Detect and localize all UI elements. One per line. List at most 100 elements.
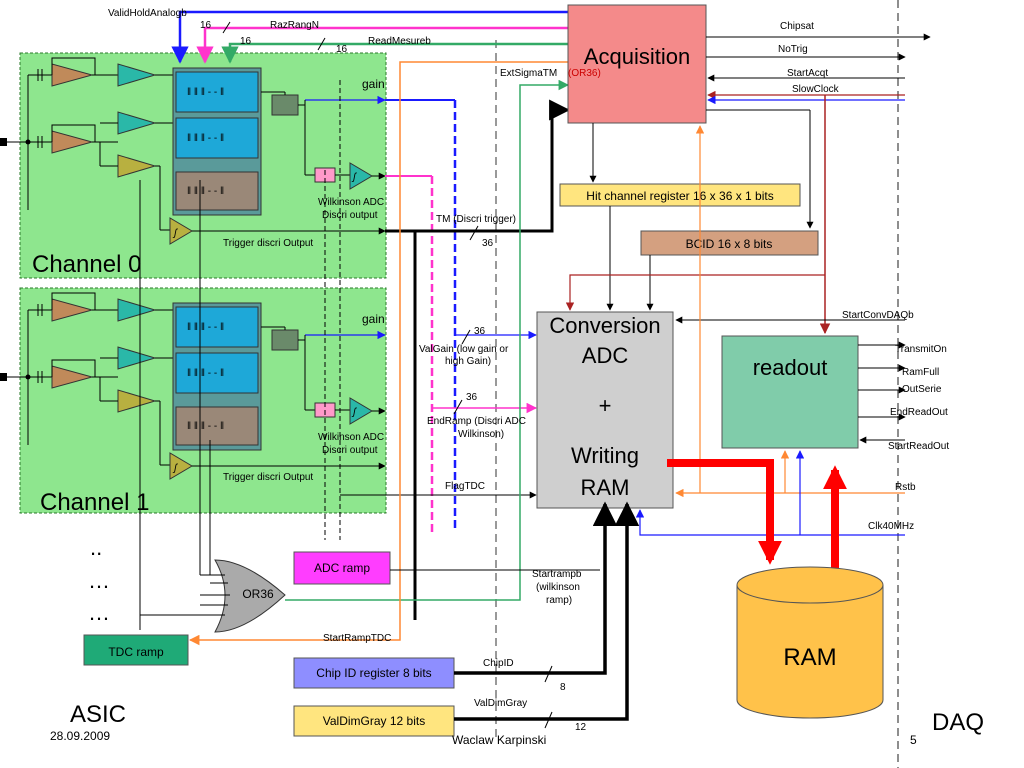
end-read-out-label: EndReadOut <box>890 407 948 418</box>
internal-signal-paths <box>139 61 571 646</box>
bcid-register: BCID 16 x 8 bits <box>565 230 825 311</box>
endramp-2-label: Wilkinson) <box>458 429 504 440</box>
bus16-a-label: 16 <box>200 20 212 31</box>
start-read-out-label: StartReadOut <box>888 441 949 452</box>
startrampb-3-label: ramp) <box>546 595 572 606</box>
svg-text:ʃ: ʃ <box>351 407 357 418</box>
chip-id-register-label: Chip ID register 8 bits <box>316 666 431 680</box>
flag-tdc-label: FlagTDC <box>445 481 485 492</box>
readout-label: readout <box>753 355 828 380</box>
bcid-label: BCID 16 x 8 bits <box>686 237 773 251</box>
acquisition-block: Acquisition <box>567 4 707 124</box>
svg-text:‖ ‖ ‖ - - ‖: ‖ ‖ ‖ - - ‖ <box>187 186 224 197</box>
hit-register-label: Hit channel register 16 x 36 x 1 bits <box>586 189 773 203</box>
conv-label-1: Conversion <box>549 313 660 338</box>
endramp-1-label: EndRamp (Discri ADC <box>427 416 526 427</box>
acquisition-label: Acquisition <box>584 44 690 69</box>
notrig-label: NoTrig <box>778 44 808 55</box>
block-titles: Channel 0 Channel 1 .. … … ASIC DAQ 28.0… <box>32 251 984 747</box>
or36-label: OR36 <box>242 587 274 601</box>
valdimgray-label: ValDimGray <box>474 698 527 709</box>
daq-title: DAQ <box>932 709 984 736</box>
wilkinson-1-b-label: Discri output <box>322 445 378 456</box>
conv-label-5: RAM <box>581 475 630 500</box>
valdimgray-register-label: ValDimGray 12 bits <box>323 714 425 728</box>
read-mesureb-label: ReadMesureb <box>368 36 431 47</box>
channel-1-title: Channel 1 <box>40 489 149 516</box>
trigger-0-label: Trigger discri Output <box>223 238 313 249</box>
adc-ramp-block: ADC ramp <box>293 551 600 585</box>
ram-full-label: RamFull <box>902 367 939 378</box>
start-acqt-label: StartAcqt <box>787 68 828 79</box>
ram-label: RAM <box>783 644 836 671</box>
svg-text:‖ ‖ ‖ - - ‖: ‖ ‖ ‖ - - ‖ <box>187 87 224 98</box>
valdimgray-block: ValDimGray 12 bits <box>293 501 640 737</box>
valid-hold-analog-label: ValidHoldAnalogb <box>108 8 187 19</box>
dots-2: … <box>88 568 110 593</box>
channel-1-block: ‖ ‖ ‖ - - ‖ ‖ ‖ ‖ - - ‖ ‖ ‖ ‖ - - ‖ ʃ ʃ <box>0 287 387 514</box>
svg-text:‖ ‖ ‖ - - ‖: ‖ ‖ ‖ - - ‖ <box>187 421 224 432</box>
bus16-b-label: 16 <box>240 36 252 47</box>
trigger-1-label: Trigger discri Output <box>223 472 313 483</box>
acquisition-control-lines <box>171 10 568 64</box>
startrampb-1-label: Startrampb <box>532 569 582 580</box>
or36-tag-label: (OR36) <box>568 68 601 79</box>
asic-title: ASIC <box>70 701 126 728</box>
ram-cylinder: RAM <box>736 566 884 719</box>
svg-text:ʃ: ʃ <box>172 228 178 239</box>
page-number: 5 <box>910 733 917 747</box>
dots-1: .. <box>90 535 102 560</box>
adc-ramp-label: ADC ramp <box>314 561 370 575</box>
dots-3: … <box>88 600 110 625</box>
conv-label-3: + <box>599 393 612 418</box>
bus16-c-label: 16 <box>336 44 348 55</box>
bus12-label: 12 <box>575 722 587 733</box>
date-label: 28.09.2009 <box>50 729 110 743</box>
ext-sigma-tm-label: ExtSigmaTM <box>500 68 557 79</box>
wilkinson-0-a-label: Wilkinson ADC <box>318 197 384 208</box>
bus36-b-label: 36 <box>474 326 486 337</box>
slow-clock-label: SlowClock <box>792 84 840 95</box>
or36-gate: OR36 <box>140 559 286 633</box>
ram-data-paths <box>667 459 847 572</box>
rstb-label: Rstb <box>895 482 916 493</box>
readout-block: readout <box>721 335 906 449</box>
svg-text:ʃ: ʃ <box>351 172 357 183</box>
valgain-2-label: high Gain) <box>445 356 491 367</box>
hit-channel-register: Hit channel register 16 x 36 x 1 bits <box>559 183 801 311</box>
out-serie-label: OutSerie <box>902 384 942 395</box>
wilkinson-0-b-label: Discri output <box>322 210 378 221</box>
tdc-ramp-label: TDC ramp <box>108 645 164 659</box>
svg-text:ʃ: ʃ <box>172 463 178 474</box>
channel-0-block: ‖ ‖ ‖ - - ‖ ‖ ‖ ‖ - - ‖ ‖ ‖ ‖ - - ‖ ʃ ʃ <box>0 52 387 279</box>
svg-text:‖ ‖ ‖ - - ‖: ‖ ‖ ‖ - - ‖ <box>187 133 224 144</box>
bus36-a-label: 36 <box>482 238 494 249</box>
bus8-label: 8 <box>560 682 566 693</box>
author-label: Waclaw Karpinski <box>452 733 546 747</box>
start-ramp-tdc-label: StartRampTDC <box>323 633 391 644</box>
acquisition-io-signals <box>589 33 931 335</box>
gain-1-label: gain <box>362 312 385 326</box>
channel-0-title: Channel 0 <box>32 251 141 278</box>
bus36-c-label: 36 <box>466 392 478 403</box>
wilkinson-1-a-label: Wilkinson ADC <box>318 432 384 443</box>
svg-text:‖ ‖ ‖ - - ‖: ‖ ‖ ‖ - - ‖ <box>187 368 224 379</box>
chip-id-label: ChipID <box>483 658 514 669</box>
svg-text:‖ ‖ ‖ - - ‖: ‖ ‖ ‖ - - ‖ <box>187 322 224 333</box>
rstb-clk-lines <box>635 125 905 536</box>
valgain-1-label: ValGain (low gain or <box>419 344 509 355</box>
startrampb-2-label: (wilkinson <box>536 582 580 593</box>
clk40mhz-label: Clk40MHz <box>868 521 914 532</box>
raz-rang-n-label: RazRangN <box>270 20 319 31</box>
chipsat-label: Chipsat <box>780 21 814 32</box>
tdc-ramp-block: TDC ramp <box>83 634 189 666</box>
conv-label-4: Writing <box>571 443 639 468</box>
tm-discri-label: TM (Discri trigger) <box>436 214 516 225</box>
signal-labels: ValidHoldAnalogb 16 RazRangN 16 ReadMesu… <box>108 8 949 733</box>
chip-id-block: Chip ID register 8 bits <box>293 501 618 689</box>
transmit-on-label: TransmitOn <box>895 344 947 355</box>
conv-label-2: ADC <box>582 343 629 368</box>
conversion-adc-block: Conversion ADC + Writing RAM <box>536 311 674 509</box>
start-conv-daqb-label: StartConvDAQb <box>842 310 914 321</box>
